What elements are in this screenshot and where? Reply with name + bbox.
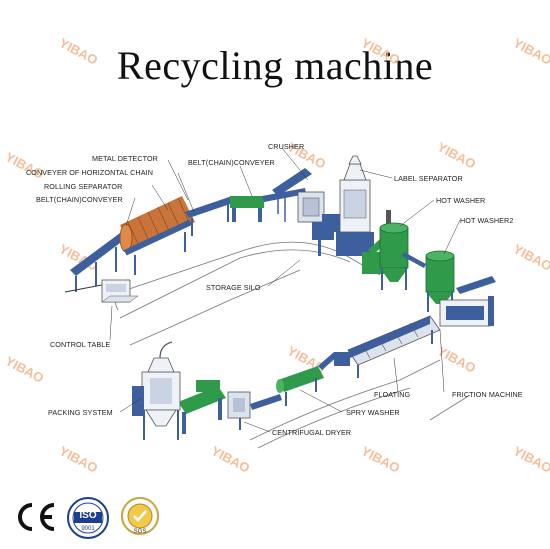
label-conveyer-horizontal-chain: CONVEYER OF HORIZONTAL CHAIN bbox=[26, 168, 153, 177]
diagram-title: Recycling machine bbox=[116, 43, 434, 88]
packing-conveyor bbox=[178, 380, 226, 434]
centrifugal-dryer bbox=[227, 391, 282, 430]
label-floating: FLOATING bbox=[374, 390, 411, 399]
label-storage-silo: STORAGE SILO bbox=[206, 283, 261, 292]
ce-mark-icon bbox=[12, 500, 58, 534]
label-hot-washer2: HOT WASHER2 bbox=[460, 216, 514, 225]
label-friction-machine: FRICTION MACHINE bbox=[452, 390, 523, 399]
control-table bbox=[101, 279, 139, 303]
label-hot-washer: HOT WASHER bbox=[436, 196, 486, 205]
label-belt-conveyer-top: BELT(CHAIN)CONVEYER bbox=[188, 158, 275, 167]
spry-washer bbox=[276, 352, 338, 406]
belt-conveyer-top bbox=[272, 168, 312, 214]
crusher bbox=[297, 191, 334, 256]
label-packing-system: PACKING SYSTEM bbox=[48, 408, 113, 417]
iso-text: ISO bbox=[79, 510, 97, 521]
label-rolling-separator: ROLLING SEPARATOR bbox=[44, 182, 123, 191]
label-centrifugal-dryer: CENTRIFUGAL DRYER bbox=[272, 428, 352, 437]
hot-washer2 bbox=[402, 250, 455, 312]
leader-lines bbox=[109, 147, 461, 433]
iso-number: 9001 bbox=[81, 526, 95, 532]
sgs-badge-icon: SGS bbox=[118, 496, 162, 540]
label-control-table: CONTROL TABLE bbox=[50, 340, 111, 349]
label-crusher: CRUSHER bbox=[268, 142, 305, 151]
label-separator bbox=[322, 155, 374, 262]
floating-tank bbox=[334, 315, 441, 378]
sgs-text: SGS bbox=[133, 529, 147, 535]
label-belt-conveyer-left: BELT(CHAIN)CONVEYER bbox=[36, 195, 123, 204]
conveyer-horizontal-chain bbox=[185, 196, 236, 236]
label-label-separator: LABEL SEPARATOR bbox=[394, 174, 463, 183]
metal-detector bbox=[230, 188, 306, 222]
label-spry-washer: SPRY WASHER bbox=[346, 408, 400, 417]
hot-washer bbox=[379, 222, 409, 290]
rolling-separator bbox=[119, 196, 195, 275]
packing-system bbox=[132, 341, 181, 440]
floor-outline bbox=[115, 241, 471, 449]
friction-machine bbox=[439, 276, 496, 327]
iso-9001-badge-icon: ISO 9001 bbox=[66, 496, 110, 540]
label-metal-detector: METAL DETECTOR bbox=[92, 154, 158, 163]
